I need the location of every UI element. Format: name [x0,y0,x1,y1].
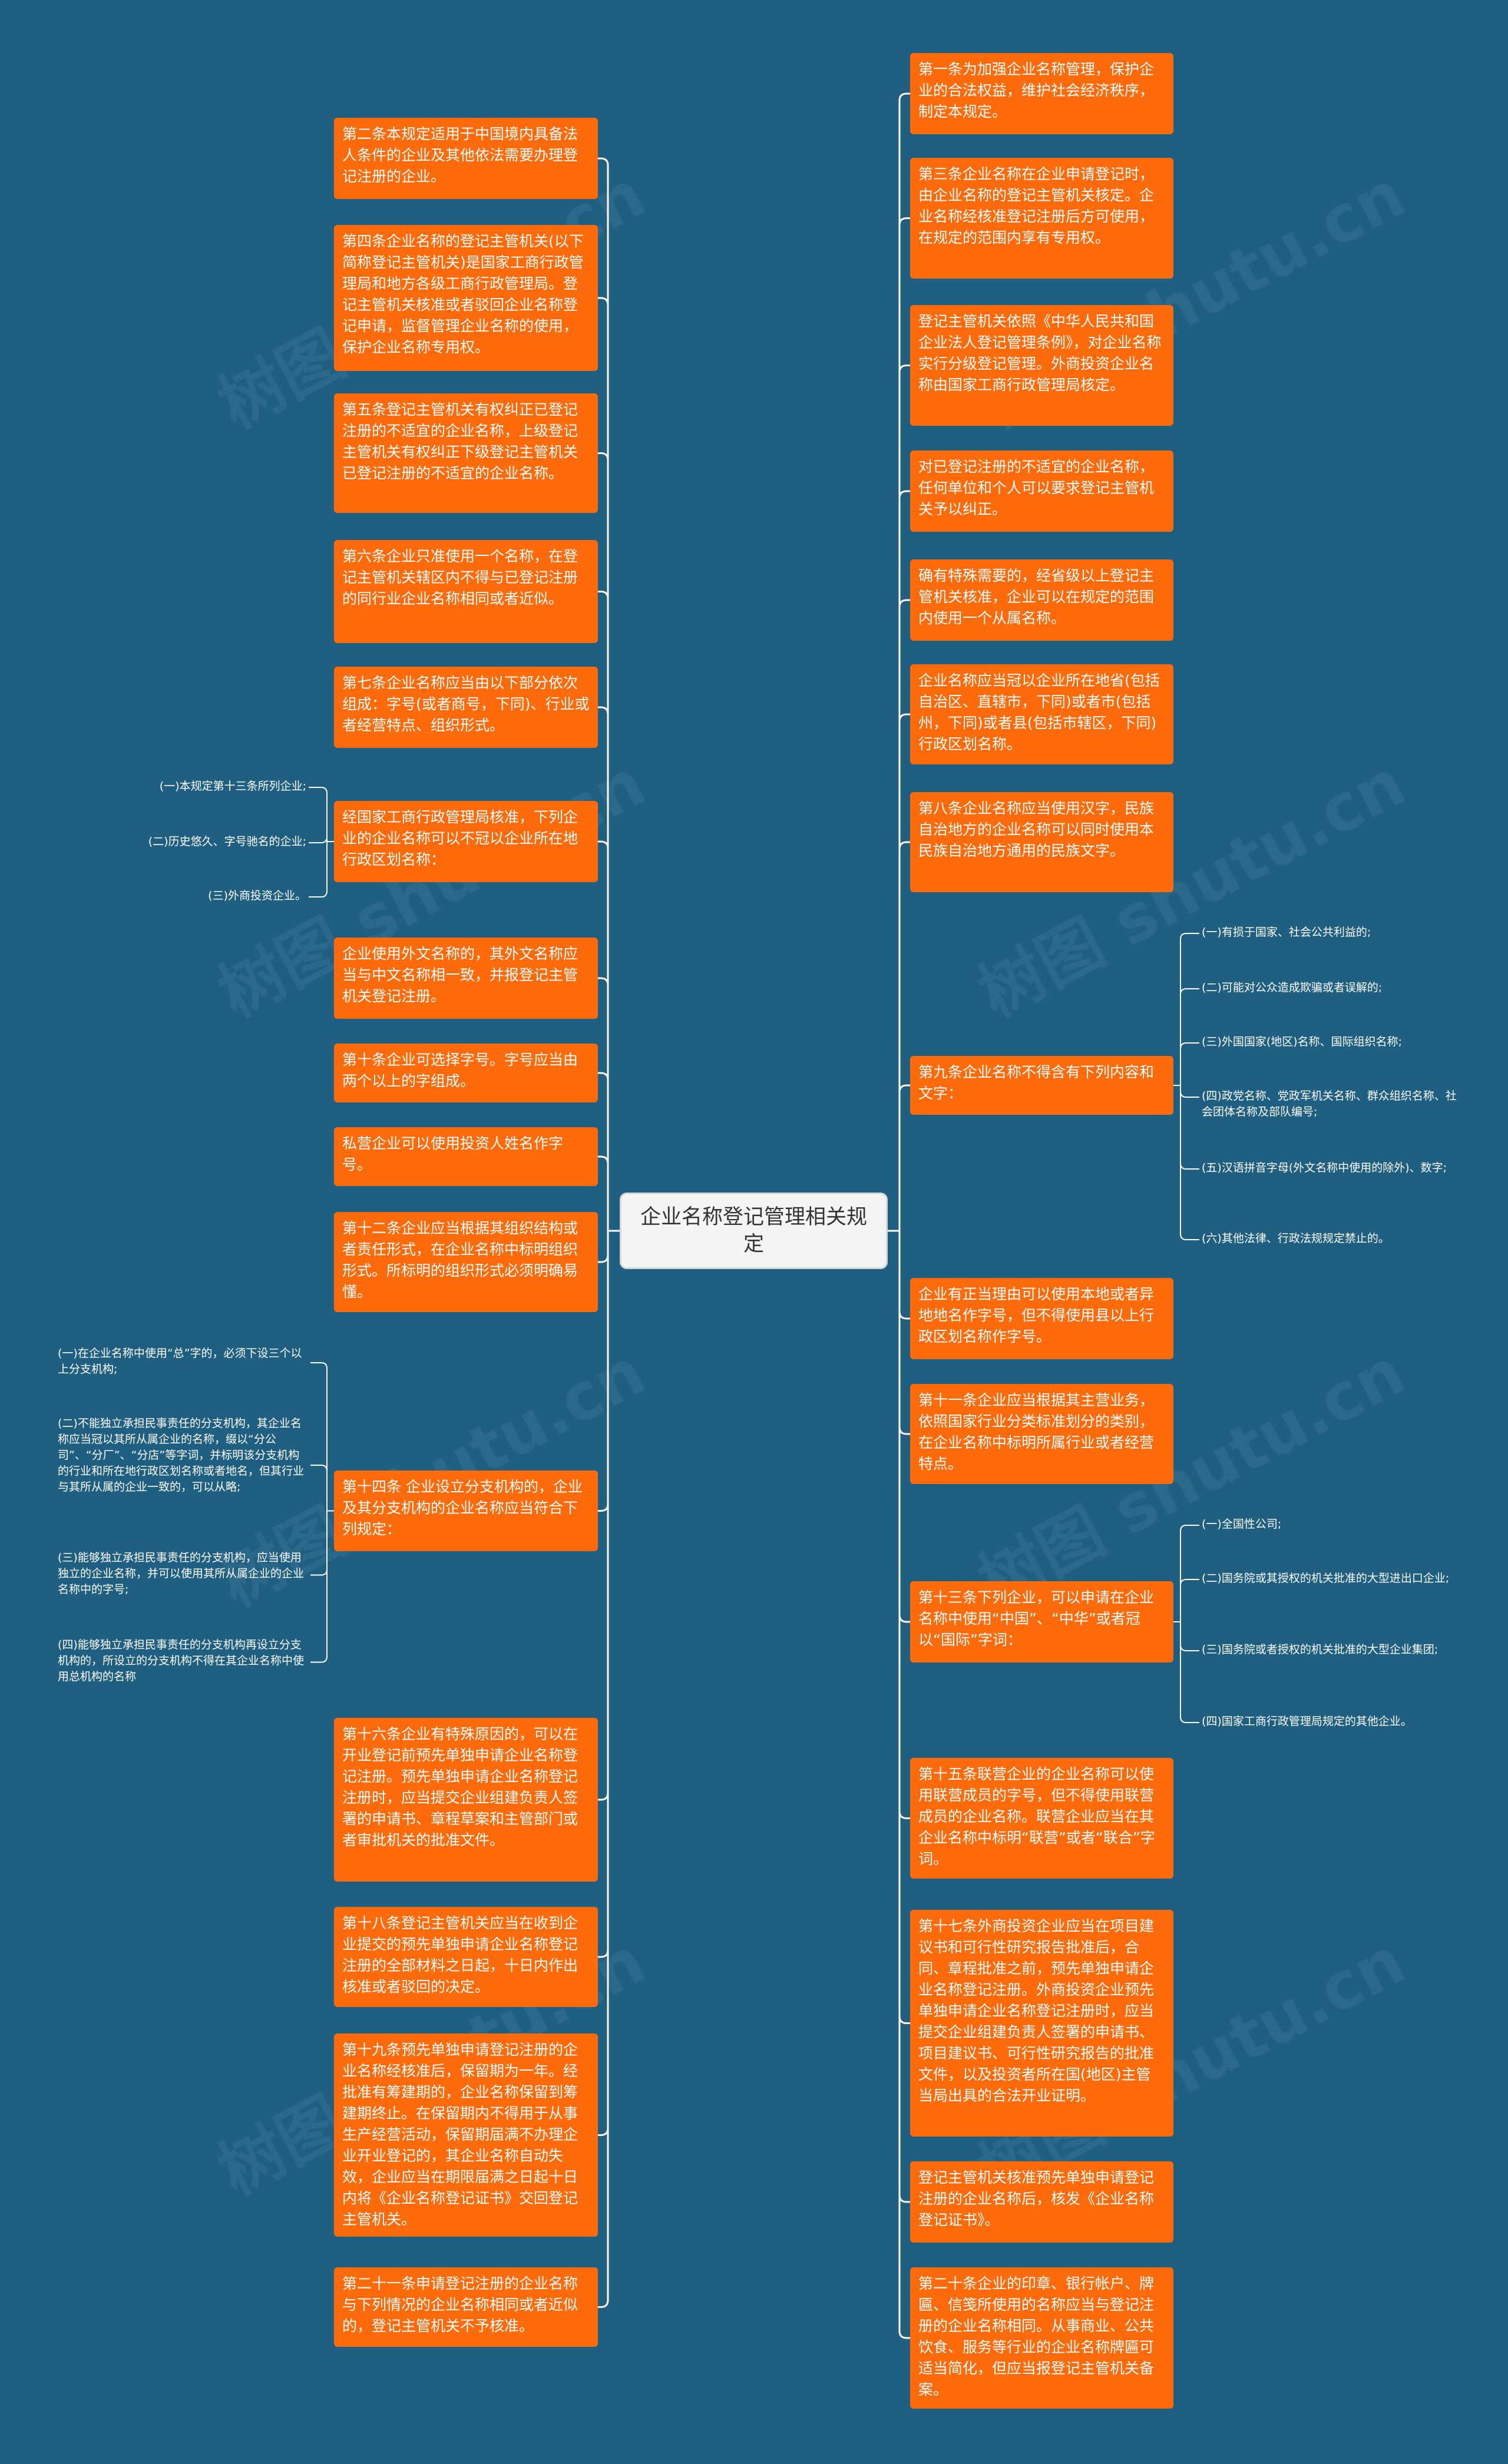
connector-line [1180,933,1199,1085]
connector-line [1180,1579,1199,1622]
connector-line [598,1231,609,2308]
connector-line [598,1231,609,1801]
connector-line [1180,988,1199,1085]
left-node-article-16[interactable]: 第十六条企业有特殊原因的，可以在开业登记前预先单独申请企业名称登记注册。预先单独… [334,1718,598,1882]
left-node-article-18[interactable]: 第十八条登记主管机关应当在收到企业提交的预先单独申请企业名称登记注册的全部材料之… [334,1907,598,2007]
right-node-article-17[interactable]: 第十七条外商投资企业应当在项目建议书和可行性研究报告批准后，合同、章程批准之前，… [910,1910,1173,2137]
connector-line [598,706,609,1231]
connector-line [310,1465,328,1511]
left-node-private-enterprise[interactable]: 私营企业可以使用投资人姓名作字号。 [334,1127,598,1186]
connector-line [898,713,910,1231]
leaf-item: (一)全国性公司; [1202,1518,1282,1531]
connector-line [598,1231,609,2136]
leaf-item: (二)可能对公众造成欺骗或者误解的; [1202,981,1383,994]
connector-line [598,1231,609,1958]
connector-line [898,1084,910,1231]
connector-line [598,157,609,1231]
connector-line [310,1511,328,1663]
connector-line [598,1231,609,1263]
leaf-item: (一)有损于国家、社会公共利益的; [1202,926,1371,939]
left-node-foreign-name[interactable]: 企业使用外文名称的，其外文名称应当与中文名称相一致，并报登记主管机关登记注册。 [334,938,598,1019]
right-node-place-name[interactable]: 企业有正当理由可以使用本地或者异地地名作字号，但不得使用县以上行政区划名称作字号… [910,1278,1173,1359]
connector-line [898,1231,910,2024]
leaf-item: (四)国家工商行政管理局规定的其他企业。 [1202,1715,1412,1728]
connector-line [898,1231,910,1435]
left-node-exempt-region[interactable]: 经国家工商行政管理局核准，下列企业的企业名称可以不冠以企业所在地行政区划名称： [334,801,598,882]
right-node-article-3[interactable]: 第三条企业名称在企业申请登记时，由企业名称的登记主管机关核定。企业名称经核准登记… [910,158,1173,279]
connector-line [1180,1525,1199,1622]
connector-line [1180,1042,1199,1085]
leaf-item: (一)本规定第十三条所列企业; [159,780,306,793]
leaf-item: (五)汉语拼音字母(外文名称中使用的除外)、数字; [1202,1161,1447,1174]
root-topic[interactable]: 企业名称登记管理相关规定 [620,1193,888,1269]
connector-line [898,599,910,1231]
leaf-item: (二)国务院或其授权的机关批准的大型进出口企业; [1202,1572,1450,1585]
right-node-article-8[interactable]: 第八条企业名称应当使用汉字，民族自治地方的企业名称可以同时使用本民族自治地方通用… [910,792,1173,892]
connector-line [598,452,609,1231]
connector-line [598,591,609,1231]
leaf-item: (六)其他法律、行政法规规定禁止的。 [1202,1232,1390,1245]
left-node-article-10[interactable]: 第十条企业可选择字号。字号应当由两个以上的字组成。 [334,1044,598,1102]
leaf-item: (三)外商投资企业。 [208,889,306,902]
right-node-article-9[interactable]: 第九条企业名称不得含有下列内容和文字： [910,1056,1173,1115]
connector-line [1180,1085,1199,1170]
leaf-item: (四)政党名称、党政军机关名称、群众组织名称、社会团体名称及部队编号; [1202,1089,1457,1118]
connector-line [309,836,328,843]
connector-line [898,1231,910,2203]
left-node-article-19[interactable]: 第十九条预先单独申请登记注册的企业名称经核准后，保留期为一年。经批准有筹建期的，… [334,2034,598,2237]
left-node-article-2[interactable]: 第二条本规定适用于中国境内具备法人条件的企业及其他依法需要办理登记注册的企业。 [334,118,598,199]
connector-line [598,1155,609,1231]
right-node-article-11[interactable]: 第十一条企业应当根据其主营业务，依照国家行业分类标准划分的类别，在企业名称中标明… [910,1384,1173,1484]
right-node-article-20[interactable]: 第二十条企业的印章、银行帐户、牌匾、信笺所使用的名称应当与登记注册的企业名称相同… [910,2267,1173,2409]
left-node-article-4[interactable]: 第四条企业名称的登记主管机关(以下简称登记主管机关)是国家工商行政管理局和地方各… [334,225,598,371]
left-node-article-14[interactable]: 第十四条 企业设立分支机构的，企业及其分支机构的企业名称应当符合下列规定： [334,1471,598,1551]
connector-line [1180,1622,1199,1723]
right-node-region-prefix[interactable]: 企业名称应当冠以企业所在地省(包括自治区、直辖市，下同)或者市(包括州，下同)或… [910,664,1173,764]
leaf-item: (三)外国国家(地区)名称、国际组织名称; [1202,1035,1403,1048]
connector-line [1180,1622,1199,1651]
connector-line [309,842,328,897]
connector-line [598,840,609,1231]
connector-line [898,1231,910,1320]
connector-line [898,841,910,1231]
connector-line [598,297,609,1231]
connector-line [1180,1085,1199,1098]
leaf-item: (二)不能独立承担民事责任的分支机构，其企业名称应当冠以其所从属企业的名称，缀以… [58,1417,305,1493]
connector-line [1180,1085,1199,1240]
connector-line [898,1231,910,1623]
connector-line [310,1511,328,1576]
left-node-article-12[interactable]: 第十二条企业应当根据其组织结构或者责任形式，在企业名称中标明组织形式。所标明的组… [334,1212,598,1312]
connector-line [310,1362,328,1511]
left-node-article-21[interactable]: 第二十一条申请登记注册的企业名称与下列情况的企业名称相同或者近似的，登记主管机关… [334,2267,598,2347]
connector-line [898,92,910,1231]
connector-line [898,1231,910,2339]
leaf-item: (一)在企业名称中使用“总”字的，必须下设三个以上分支机构; [58,1347,302,1376]
right-node-article-1[interactable]: 第一条为加强企业名称管理，保护企业的合法权益，维护社会经济秩序，制定本规定。 [910,53,1173,134]
left-node-article-7[interactable]: 第七条企业名称应当由以下部分依次组成：字号(或者商号，下同)、行业或者经营特点、… [334,667,598,748]
connector-line [598,977,609,1231]
left-node-article-5[interactable]: 第五条登记主管机关有权纠正已登记注册的不适宜的企业名称，上级登记主管机关有权纠正… [334,393,598,513]
right-node-subordinate-name[interactable]: 确有特殊需要的，经省级以上登记主管机关核准，企业可以在规定的范围内使用一个从属名… [910,559,1173,641]
right-node-graded-registration[interactable]: 登记主管机关依照《中华人民共和国企业法人登记管理条例》，对企业名称实行分级登记管… [910,305,1173,426]
connector-line [309,787,328,842]
left-node-article-6[interactable]: 第六条企业只准使用一个名称，在登记主管机关辖区内不得与已登记注册的同行业企业名称… [334,540,598,643]
leaf-item: (三)能够独立承担民事责任的分支机构，应当使用独立的企业名称，并可以使用其所从属… [58,1551,305,1596]
leaf-item: (三)国务院或者授权的机关批准的大型企业集团; [1202,1643,1438,1656]
connector-line [598,1231,609,1512]
leaf-item: (二)历史悠久、字号驰名的企业; [148,835,306,848]
right-node-article-15[interactable]: 第十五条联营企业的企业名称可以使用联营成员的字号，但不得使用联营成员的企业名称。… [910,1758,1173,1879]
right-node-article-13[interactable]: 第十三条下列企业，可以申请在企业名称中使用“中国”、“中华”或者冠以“国际”字词… [910,1581,1173,1662]
connector-line [898,217,910,1231]
right-node-correction[interactable]: 对已登记注册的不适宜的企业名称，任何单位和个人可以要求登记主管机关予以纠正。 [910,451,1173,532]
right-node-certificate[interactable]: 登记主管机关核准预先单独申请登记注册的企业名称后，核发《企业名称登记证书》。 [910,2161,1173,2243]
connector-line [898,490,910,1231]
connector-line [898,365,910,1231]
leaf-item: (四)能够独立承担民事责任的分支机构再设立分支机构的，所设立的分支机构不得在其企… [58,1638,305,1683]
connector-line [598,1072,609,1231]
